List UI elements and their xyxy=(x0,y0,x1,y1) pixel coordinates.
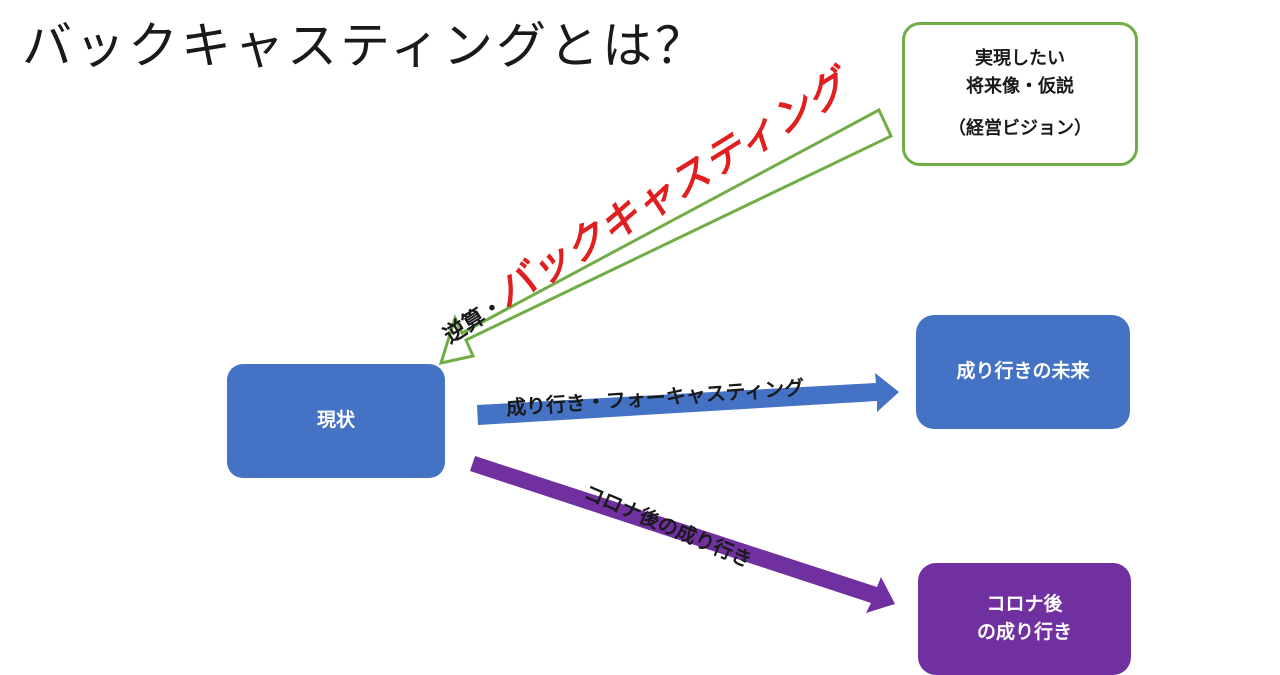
node-current-label: 現状 xyxy=(316,409,355,432)
forecasting-arrow xyxy=(477,373,899,425)
node-corona-line2: の成り行き xyxy=(976,621,1072,643)
node-corona-line1: コロナ後 xyxy=(986,593,1063,616)
node-vision-line1: 実現したい xyxy=(975,48,1065,70)
node-future: 成り行きの未来 xyxy=(916,315,1130,429)
node-vision-line2: 将来像・仮説 xyxy=(966,76,1074,98)
node-vision-line3: （経営ビジョン） xyxy=(948,117,1092,139)
backcasting-arrow xyxy=(438,107,893,366)
node-current: 現状 xyxy=(227,364,445,478)
corona-arrow xyxy=(470,456,895,613)
page-title: バックキャスティングとは？ xyxy=(22,17,708,75)
node-future-label: 成り行きの未来 xyxy=(956,360,1090,383)
node-corona: コロナ後 の成り行き xyxy=(918,563,1131,675)
node-vision: 実現したい 将来像・仮説 （経営ビジョン） xyxy=(902,22,1138,166)
